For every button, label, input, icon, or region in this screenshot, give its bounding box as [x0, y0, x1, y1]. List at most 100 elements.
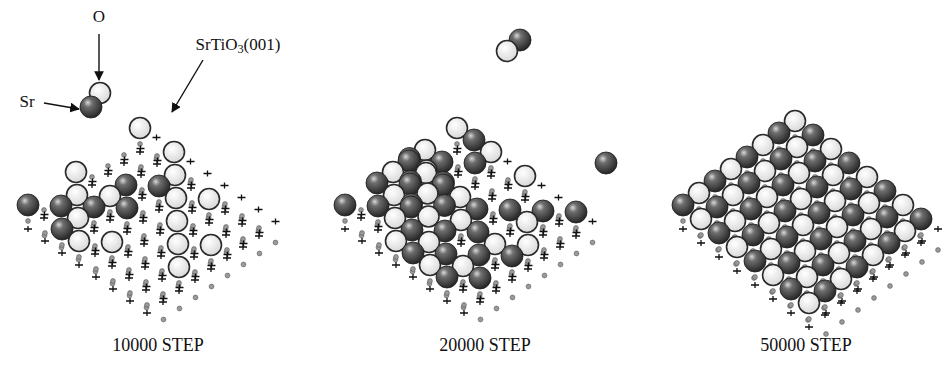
substrate-atom	[717, 247, 722, 252]
ti-o-unit	[255, 233, 263, 239]
ti-o-unit	[125, 275, 133, 281]
ti-o-unit	[153, 161, 161, 167]
ti-o-unit	[40, 215, 48, 221]
substrate-atom	[716, 248, 721, 253]
substrate-atom	[788, 304, 793, 309]
ti-o-unit	[453, 149, 461, 155]
ti-o-unit	[508, 277, 516, 283]
ti-o-unit	[187, 159, 195, 165]
o-atom	[199, 189, 220, 210]
ti-o-unit	[572, 233, 580, 239]
o-atom	[164, 142, 185, 163]
substrate-atom	[856, 308, 861, 313]
o-atom	[517, 212, 538, 233]
ti-o-unit	[90, 228, 98, 234]
substrate-atom	[241, 262, 246, 267]
ti-o-unit	[238, 221, 246, 227]
o-atom	[169, 257, 190, 278]
substrate-atom	[257, 251, 262, 256]
ti-o-unit	[191, 277, 199, 283]
ti-o-unit	[489, 219, 497, 225]
ti-o-unit	[109, 286, 117, 292]
ti-o-unit	[769, 296, 777, 302]
o-atom	[763, 265, 784, 286]
ti-o-unit	[159, 299, 167, 305]
ti-o-unit	[506, 231, 514, 237]
ti-o-unit	[41, 238, 49, 244]
substrate-atom	[753, 275, 758, 280]
substrate-atom	[542, 273, 547, 278]
o-atom	[102, 232, 123, 253]
substrate-atom	[558, 262, 563, 267]
ti-o-unit	[137, 172, 145, 178]
ti-o-unit	[733, 268, 741, 274]
substrate-atom	[920, 260, 925, 265]
ti-o-unit	[476, 299, 484, 305]
sr-atom	[708, 222, 730, 244]
ti-o-unit	[488, 196, 496, 202]
atom-label: O	[93, 8, 105, 27]
substrate-atom	[918, 234, 923, 239]
substrate-atom	[855, 281, 860, 286]
ti-o-unit	[589, 219, 597, 225]
substrate-atom	[360, 231, 365, 236]
substrate-atom	[734, 262, 739, 267]
substrate-atom	[770, 290, 775, 295]
sr-atom	[744, 250, 766, 272]
ti-o-unit	[471, 184, 479, 190]
substrate-atom	[871, 269, 876, 274]
substrate-atom	[902, 246, 907, 251]
ti-o-unit	[126, 298, 134, 304]
o-atom	[515, 166, 536, 187]
ti-o-unit	[92, 274, 100, 280]
substrate-atom	[445, 291, 450, 296]
ti-o-unit	[805, 324, 813, 330]
ti-o-unit	[341, 226, 349, 232]
substrate-atom	[822, 306, 827, 311]
sr-atom	[464, 152, 486, 174]
ti-o-unit	[108, 263, 116, 269]
ti-o-unit	[392, 262, 400, 268]
sr-atom	[469, 267, 491, 289]
o-atom	[167, 211, 188, 232]
substrate-atom	[411, 267, 416, 272]
ti-o-unit	[255, 207, 263, 213]
ti-o-unit	[120, 160, 128, 166]
ti-o-unit	[409, 274, 417, 280]
ti-o-unit	[158, 276, 166, 282]
ti-o-unit	[715, 254, 723, 260]
substrate-atom	[177, 306, 182, 311]
atom-label: Sr	[19, 93, 34, 112]
substrate-atom	[807, 317, 812, 322]
substrate-atom	[590, 240, 595, 245]
ti-o-unit	[104, 171, 112, 177]
ti-o-unit	[459, 287, 467, 293]
substrate-atom	[111, 279, 116, 284]
sr-atom	[501, 245, 523, 267]
ti-o-unit	[524, 266, 532, 272]
ti-o-unit	[901, 252, 909, 258]
substrate-atom	[478, 317, 483, 322]
o-atom	[168, 234, 189, 255]
substrate-atom	[789, 303, 794, 308]
surface-label: SrTiO3(001)	[196, 36, 281, 55]
substrate-atom	[526, 284, 531, 289]
ti-o-unit	[238, 195, 246, 201]
substrate-atom	[806, 318, 811, 323]
sr-atom	[116, 197, 138, 219]
ti-o-unit	[138, 195, 146, 201]
ti-o-unit	[222, 232, 230, 238]
sr-atom	[80, 96, 102, 118]
ti-o-unit	[187, 185, 195, 191]
substrate-atom	[26, 219, 31, 224]
ti-o-unit	[917, 240, 925, 246]
ti-o-unit	[142, 287, 150, 293]
substrate-atom	[699, 233, 704, 238]
substrate-atom	[887, 257, 892, 262]
substrate-atom	[840, 320, 845, 325]
substrate-atom	[823, 305, 828, 310]
substrate-atom	[209, 284, 214, 289]
substrate-atom	[771, 289, 776, 294]
ti-o-unit	[697, 240, 705, 246]
